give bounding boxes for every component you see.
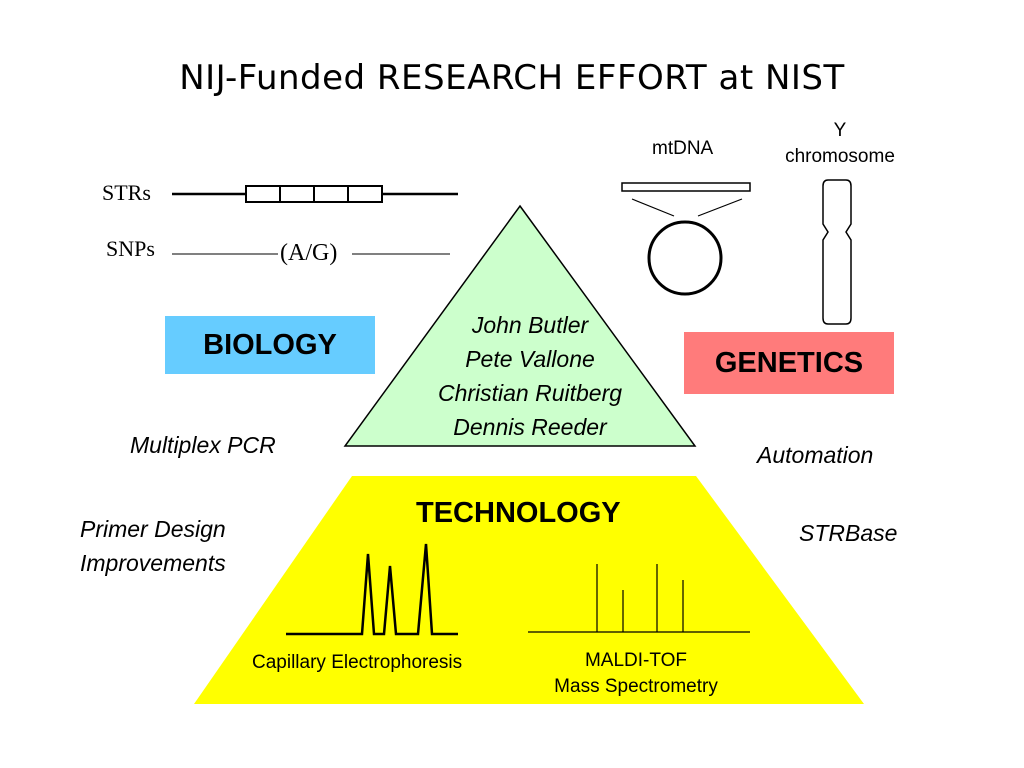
snps-label: SNPs [106, 236, 155, 261]
capillary-electrophoresis-label: Capillary Electrophoresis [252, 652, 463, 673]
researcher-name: Christian Ruitberg [437, 380, 623, 406]
technology-label: TECHNOLOGY [416, 497, 621, 529]
y-chromosome-label: Y chromosome [785, 120, 895, 167]
technology-trapezoid [194, 476, 864, 704]
researcher-name: John Butler [471, 312, 589, 338]
str-diagram [172, 185, 458, 203]
researcher-name: Dennis Reeder [453, 414, 607, 440]
mtdna-diagram [621, 182, 751, 296]
snp-allele-label: (A/G) [280, 240, 338, 266]
biology-box: BIOLOGY [165, 316, 375, 374]
strs-label: STRs [102, 180, 151, 205]
page-title: NIJ-Funded RESEARCH EFFORT at NIST [179, 58, 845, 98]
y-chromosome-diagram [822, 179, 852, 325]
mtdna-label: mtDNA [652, 138, 714, 159]
electropherogram [286, 543, 458, 636]
genetics-box: GENETICS [684, 332, 894, 394]
multiplex-pcr-label: Multiplex PCR [130, 432, 276, 458]
researcher-name: Pete Vallone [465, 346, 595, 372]
automation-label: Automation [757, 442, 874, 468]
researcher-list: John Butler Pete Vallone Christian Ruitb… [400, 308, 660, 444]
strbase-label: STRBase [799, 520, 898, 546]
mass-spectrum [528, 564, 750, 633]
primer-design-label: Primer Design Improvements [80, 516, 226, 576]
research-triangle [343, 204, 697, 447]
maldi-tof-label: MALDI-TOF Mass Spectrometry [554, 650, 718, 697]
